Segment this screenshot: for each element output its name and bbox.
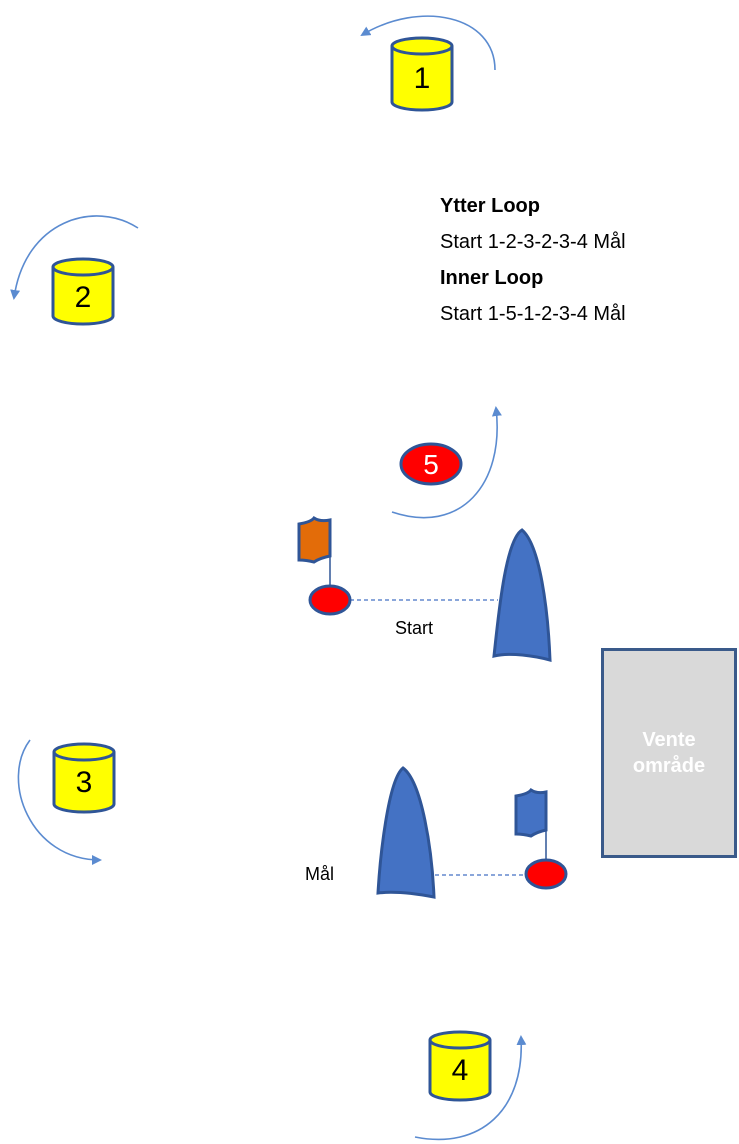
waiting-area-line1: Vente — [642, 729, 696, 751]
rotation-arrow-5 — [391, 406, 502, 519]
inner-loop-title: Inner Loop — [440, 267, 544, 289]
start-line-group — [297, 515, 552, 662]
buoy-4: 4 — [428, 1030, 492, 1102]
rotation-arrow-4 — [414, 1035, 527, 1141]
rotation-arrow-2 — [10, 215, 139, 300]
start-pin-mark — [308, 584, 352, 616]
mark-5: 5 — [399, 442, 463, 486]
buoy-1-label: 1 — [414, 62, 431, 95]
buoy-1: 1 — [390, 36, 454, 112]
waiting-area-line2: område — [632, 755, 706, 777]
start-label: Start — [395, 618, 434, 638]
buoy-4-label: 4 — [452, 1054, 469, 1087]
buoy-2-label: 2 — [75, 281, 92, 314]
buoy-3-label: 3 — [76, 766, 93, 799]
buoy-3: 3 — [52, 742, 116, 814]
rotation-arrow-1 — [360, 15, 496, 71]
mark-5-label: 5 — [423, 449, 439, 480]
course-legend: Ytter Loop Start 1-2-3-2-3-4 Mål Inner L… — [440, 188, 626, 332]
rotation-arrow-3 — [17, 739, 102, 865]
finish-committee-boat — [376, 766, 436, 899]
finish-label: Mål — [305, 864, 335, 884]
finish-line-group — [376, 766, 568, 899]
buoy-2: 2 — [51, 257, 115, 326]
start-flag — [297, 515, 332, 564]
finish-pin-mark — [524, 858, 568, 890]
finish-flag — [514, 787, 548, 838]
inner-loop-route: Start 1-5-1-2-3-4 Mål — [440, 303, 626, 325]
start-committee-boat — [492, 528, 552, 662]
waiting-area: Vente område — [601, 648, 737, 858]
outer-loop-title: Ytter Loop — [440, 195, 540, 217]
outer-loop-route: Start 1-2-3-2-3-4 Mål — [440, 231, 626, 253]
